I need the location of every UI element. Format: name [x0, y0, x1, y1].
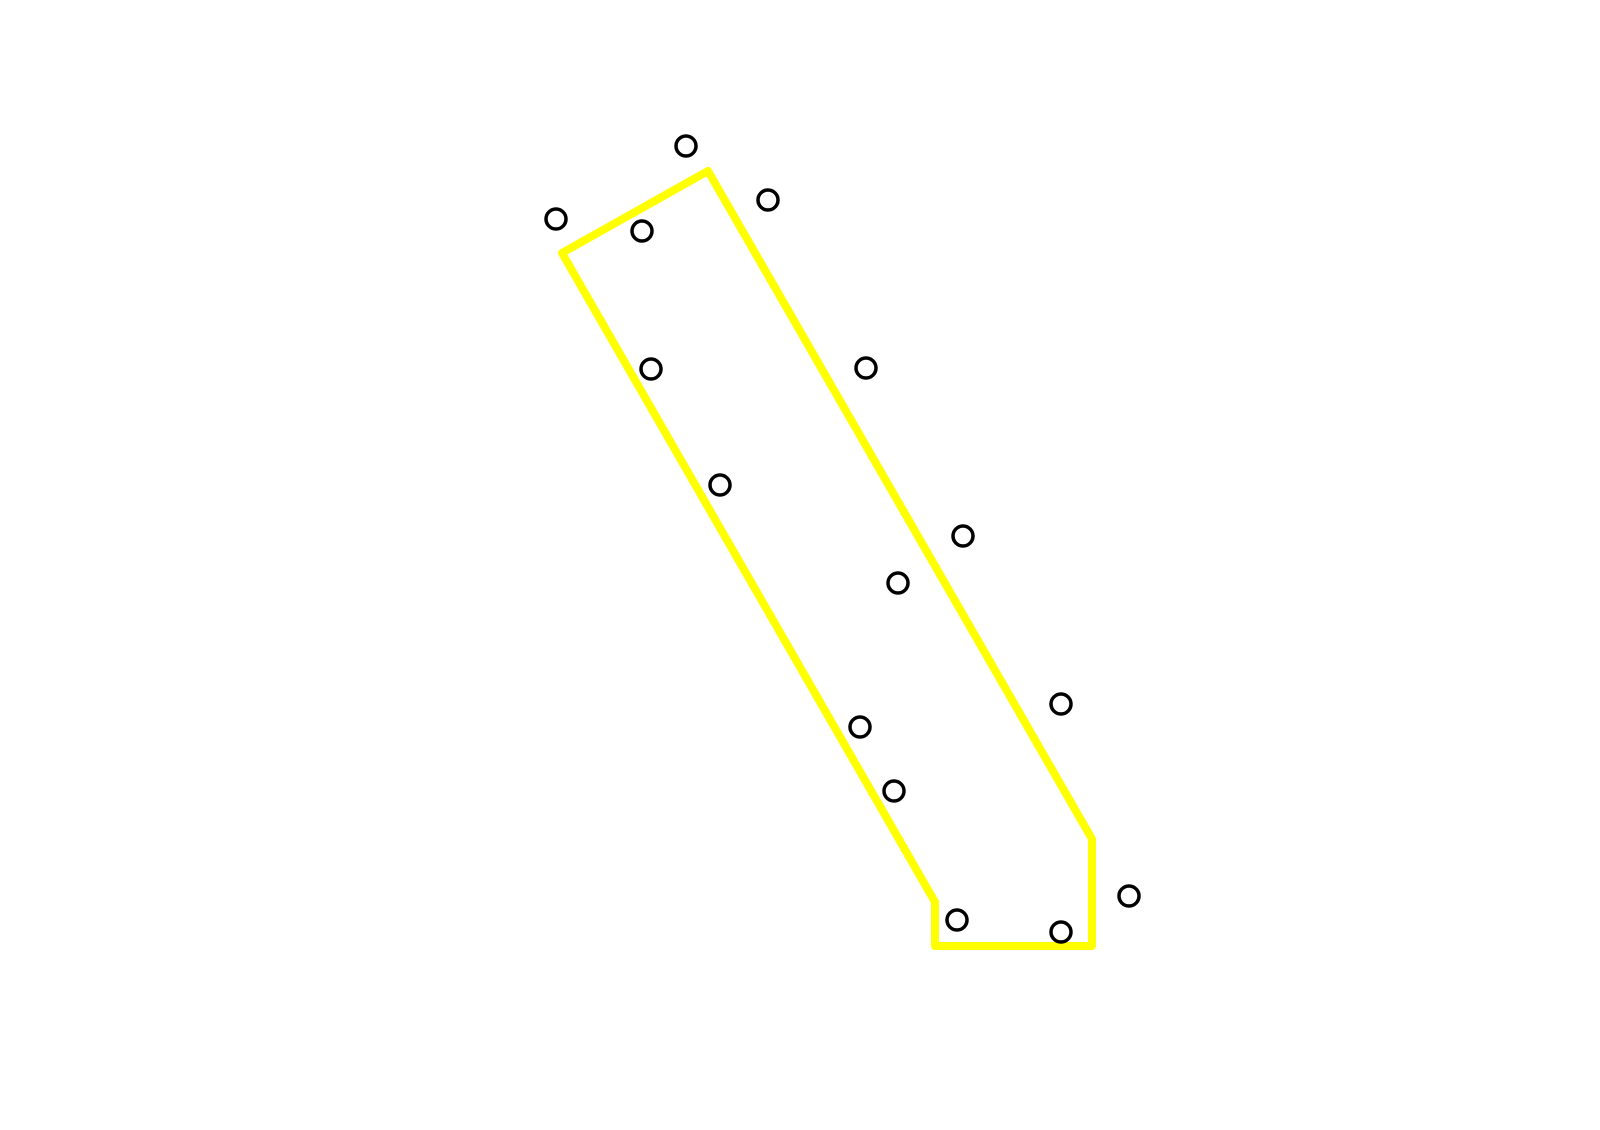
region-outline — [558, 167, 1096, 950]
markers-layer — [544, 134, 1141, 944]
marker — [854, 356, 878, 380]
marker — [756, 188, 780, 212]
marker — [1049, 692, 1073, 716]
marker — [544, 207, 568, 231]
marker — [951, 524, 975, 548]
marker — [945, 908, 969, 932]
marker — [639, 357, 663, 381]
marker — [1049, 920, 1073, 944]
marker — [886, 571, 910, 595]
marker — [882, 779, 906, 803]
marker — [848, 715, 872, 739]
marker — [708, 473, 732, 497]
marker — [674, 134, 698, 158]
marker — [1117, 884, 1141, 908]
marker — [630, 219, 654, 243]
